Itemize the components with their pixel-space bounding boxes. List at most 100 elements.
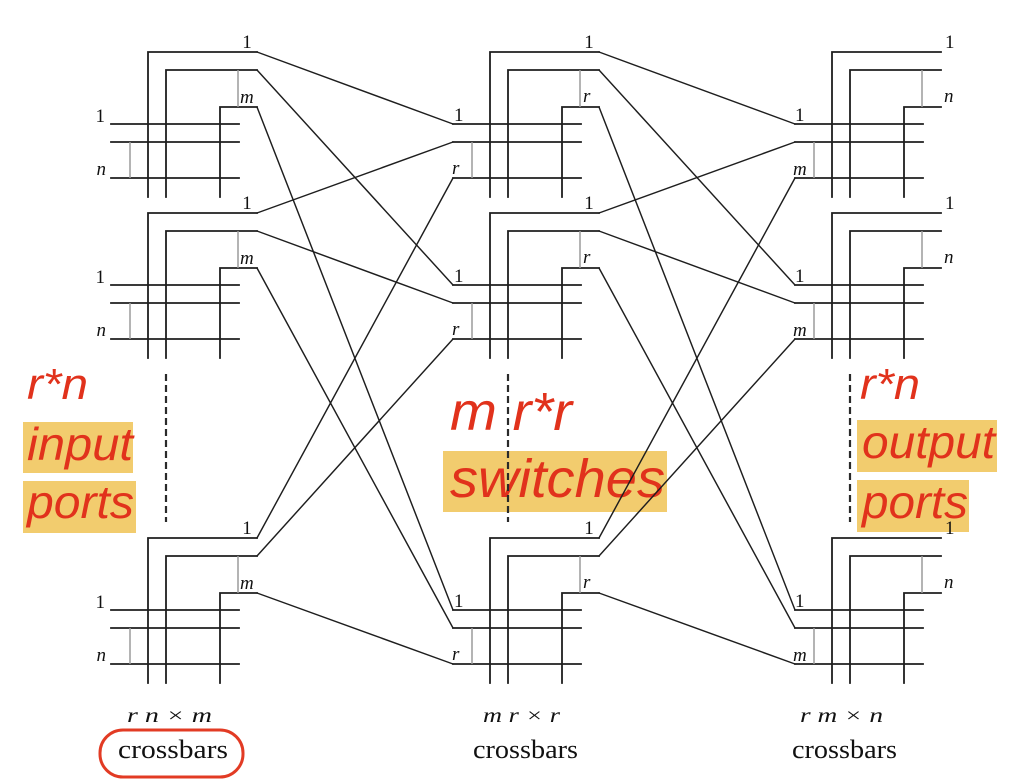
crossbar-dimensions: r m × n — [800, 705, 883, 727]
annotation-input-ports: r*n input ports — [23, 360, 136, 533]
input-annotation-line: input — [27, 418, 135, 470]
interconnect-link — [256, 51, 454, 125]
output-column-line — [561, 267, 600, 359]
highlight-box — [23, 481, 136, 533]
output-column-line — [489, 537, 600, 684]
output-column-line — [849, 69, 942, 198]
output-column-line — [561, 106, 600, 198]
output-annotation-line: output — [862, 416, 997, 468]
first-input-label: 1 — [795, 266, 805, 287]
crossbars-caption: crossbars — [118, 735, 228, 764]
first-output-label: 1 — [584, 32, 594, 53]
output-column-line — [165, 69, 258, 198]
last-input-label: n — [97, 159, 107, 180]
first-input-label: 1 — [795, 591, 805, 612]
middle-crossbar: 1 r 1 r — [452, 193, 600, 359]
output-port-count: r*n — [860, 360, 920, 409]
highlight-box — [857, 480, 969, 532]
last-output-label: m — [240, 87, 254, 108]
first-input-label: 1 — [454, 266, 464, 287]
output-column-line — [147, 212, 258, 359]
input-port-count: r*n — [27, 360, 88, 409]
output-column-line — [903, 592, 942, 684]
interconnect-link — [256, 177, 454, 539]
first-input-label: 1 — [454, 591, 464, 612]
interconnect-link — [598, 141, 796, 214]
last-input-label: r — [452, 319, 460, 340]
input-stage-caption: r n × m crossbars — [98, 705, 245, 779]
input-crossbar: 1 n 1 m — [96, 32, 258, 198]
last-input-label: r — [452, 644, 460, 665]
output-column-line — [165, 230, 258, 359]
crossbar-dimensions: m r × r — [483, 705, 560, 727]
interconnect-links — [256, 51, 796, 665]
last-input-label: m — [793, 645, 807, 666]
first-output-label: 1 — [242, 32, 252, 53]
last-output-label: m — [240, 573, 254, 594]
interconnect-link — [598, 338, 796, 557]
first-output-label: 1 — [945, 32, 955, 53]
interconnect-link — [598, 51, 796, 125]
interconnect-link — [256, 141, 454, 214]
crossbars-caption: crossbars — [473, 735, 578, 764]
first-output-label: 1 — [584, 518, 594, 539]
highlight-box — [857, 420, 997, 472]
input-annotation-line: ports — [25, 476, 134, 528]
last-output-label: r — [583, 86, 591, 107]
annotation-output-ports: r*n output ports — [857, 360, 997, 532]
first-output-label: 1 — [584, 193, 594, 214]
interconnect-link — [598, 592, 796, 665]
input-crossbar: 1 n 1 m — [96, 518, 258, 684]
output-column-line — [165, 555, 258, 684]
first-input-label: 1 — [454, 105, 464, 126]
first-input-label: 1 — [96, 106, 106, 127]
output-column-line — [507, 555, 600, 684]
output-column-line — [489, 51, 600, 198]
annotation-middle-switches: m r*r switches — [443, 382, 667, 512]
middle-switch-count: m r*r — [450, 382, 574, 442]
output-column-line — [903, 267, 942, 359]
crossbars-caption: crossbars — [792, 735, 897, 764]
output-column-line — [507, 69, 600, 198]
output-column-line — [147, 537, 258, 684]
output-annotation-line: ports — [860, 476, 968, 528]
caption-highlight-oval — [98, 728, 245, 779]
output-column-line — [219, 267, 258, 359]
annotations-layer: r*n input ports m r*r switches r*n outpu… — [23, 360, 997, 533]
output-column-line — [849, 230, 942, 359]
interconnect-link — [256, 230, 454, 304]
output-column-line — [849, 555, 942, 684]
first-input-label: 1 — [96, 592, 106, 613]
last-output-label: m — [240, 248, 254, 269]
output-column-line — [831, 51, 942, 198]
crossbar-dimensions: r n × m — [127, 705, 212, 727]
last-input-label: n — [97, 320, 107, 341]
stage-captions: r n × m crossbars m r × r crossbars r m … — [98, 705, 897, 779]
output-stage-caption: r m × n crossbars — [792, 705, 897, 764]
last-output-label: n — [944, 247, 954, 268]
first-output-label: 1 — [242, 518, 252, 539]
output-column-line — [219, 592, 258, 684]
output-column-line — [147, 51, 258, 198]
interconnect-link — [598, 177, 796, 539]
last-input-label: n — [97, 645, 107, 666]
first-input-label: 1 — [795, 105, 805, 126]
interconnect-link — [256, 592, 454, 665]
output-column-line — [489, 212, 600, 359]
output-column-line — [903, 106, 942, 198]
output-column-line — [507, 230, 600, 359]
first-output-label: 1 — [945, 193, 955, 214]
first-input-label: 1 — [96, 267, 106, 288]
last-output-label: r — [583, 247, 591, 268]
middle-stage-caption: m r × r crossbars — [473, 705, 578, 764]
middle-annotation-line: switches — [450, 449, 665, 509]
